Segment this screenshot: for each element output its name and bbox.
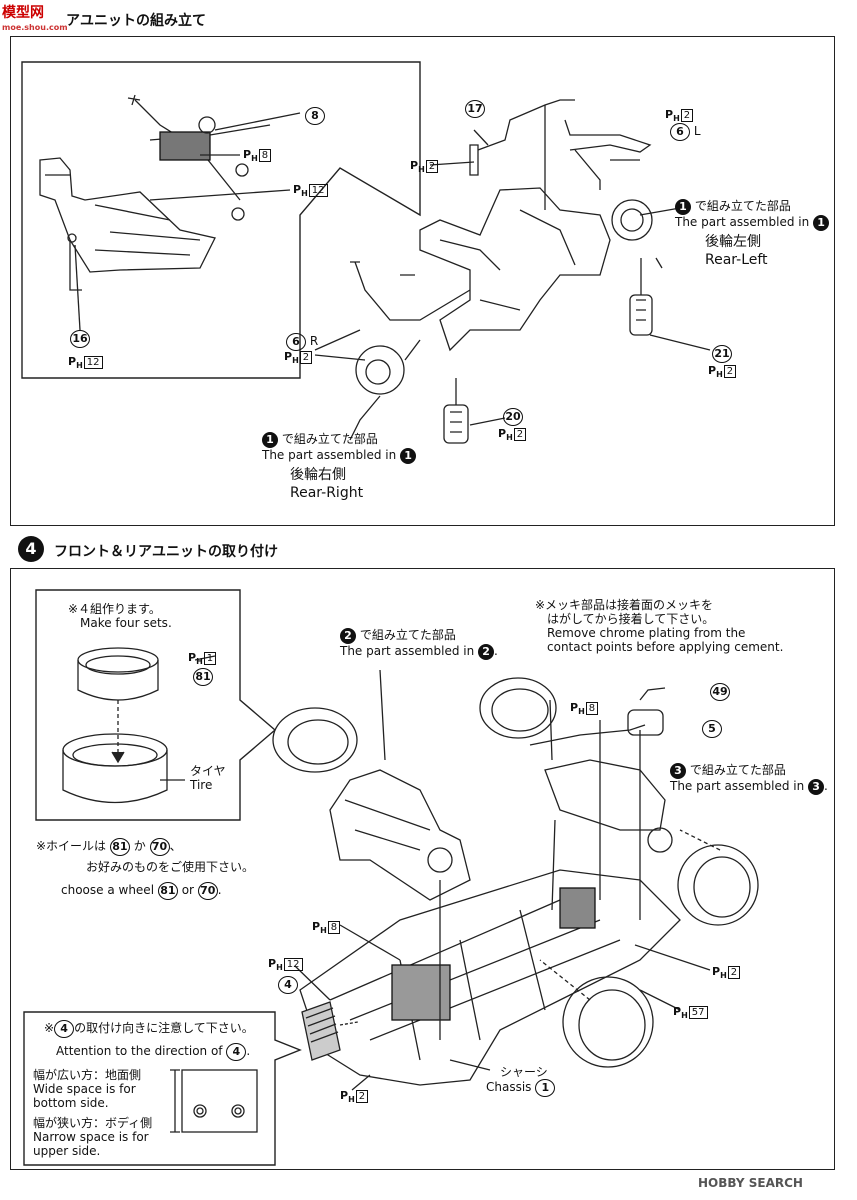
- part-8-label: 8: [305, 107, 325, 125]
- part-49-label: 49: [710, 683, 730, 701]
- rear-left-note: 1 で組み立てた部品 The part assembled in 1 後輪左側 …: [675, 199, 830, 267]
- step4-frame: [10, 568, 835, 1170]
- rear-right-note: 1 で組み立てた部品 The part assembled in 1 後輪右側 …: [262, 432, 417, 500]
- part-4-label: 4: [278, 976, 298, 994]
- step4-title: フロント＆リアユニットの取り付け: [54, 544, 278, 560]
- part-6L-label: 6 L: [670, 123, 701, 141]
- part-16-label: 16: [70, 330, 90, 348]
- front-unit-note: 2 で組み立てた部品 The part assembled in 2.: [340, 628, 498, 660]
- part-6R-label: 6 R: [286, 333, 318, 351]
- part-81-label: 81: [193, 668, 213, 686]
- part-20-label: 20: [503, 408, 523, 426]
- rear-unit-note: 3 で組み立てた部品 The part assembled in 3.: [670, 763, 828, 795]
- chassis-label: シャーシ Chassis 1: [486, 1065, 556, 1097]
- step3-frame: [10, 36, 835, 526]
- wheel-note: ※ホイールは 81 か 70、 お好みのものをご使用下さい。 choose a …: [36, 838, 254, 900]
- narrow-side-note: 幅が狭い方：ボディ側 Narrow space is for upper sid…: [33, 1116, 153, 1158]
- chrome-note: ※メッキ部品は接着面のメッキを はがしてから接着して下さい。 Remove ch…: [535, 598, 784, 654]
- watermark-logo: 模型网 moe.shou.com: [2, 5, 68, 32]
- part-21-label: 21: [712, 345, 732, 363]
- hobby-search-watermark: HOBBY SEARCH: [698, 1176, 803, 1190]
- step3-title: アユニットの組み立て: [66, 13, 206, 29]
- wide-side-note: 幅が広い方：地面側 Wide space is for bottom side.: [33, 1068, 142, 1110]
- part-5-label: 5: [702, 720, 722, 738]
- tire-inset-note: ※４組作ります。 Make four sets.: [68, 602, 172, 630]
- part-17-label: 17: [465, 100, 485, 118]
- step4-number: 4: [18, 536, 44, 562]
